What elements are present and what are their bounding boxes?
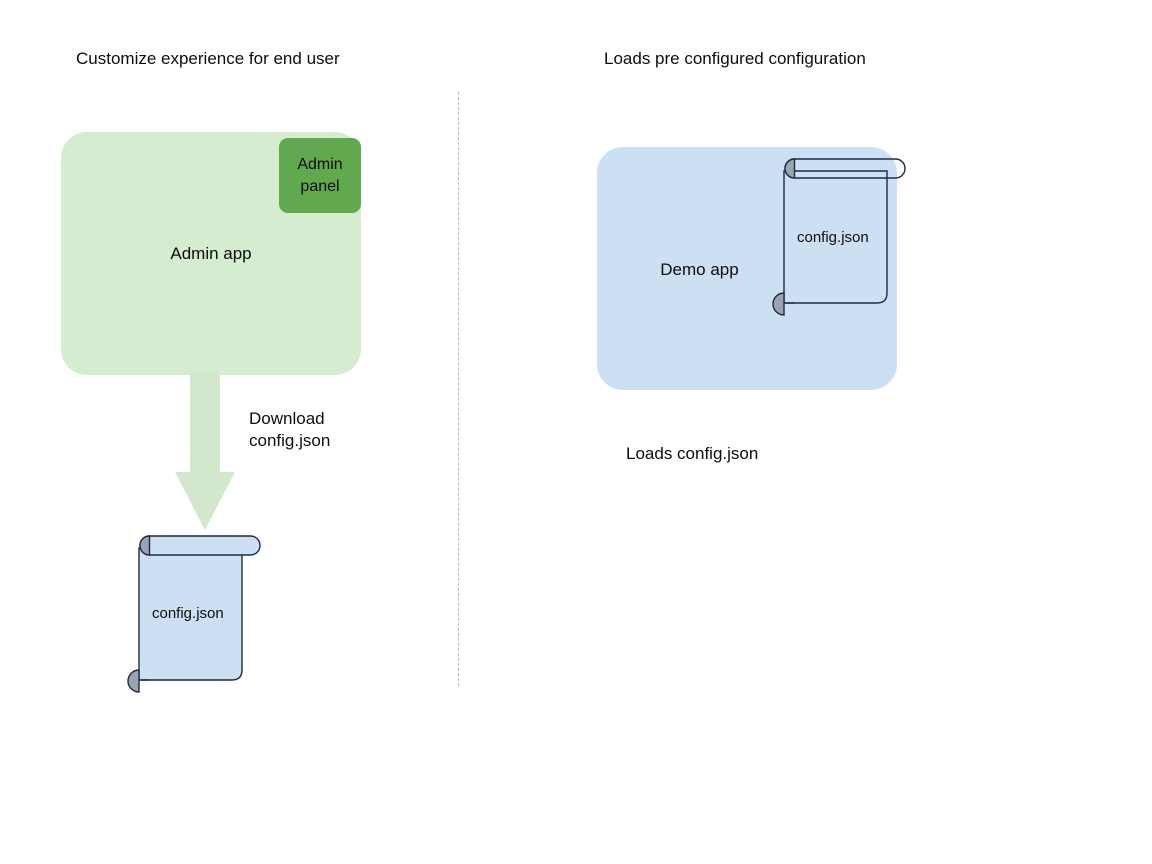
right-column-heading: Loads pre configured configuration (604, 49, 866, 68)
admin-panel-box[interactable]: Admin panel (279, 138, 361, 213)
admin-app-label: Admin app (170, 244, 252, 263)
config-json-label-left: config.json (152, 605, 224, 622)
config-json-document-left (125, 530, 261, 693)
left-column-heading: Customize experience for end user (76, 49, 340, 68)
download-arrow-icon (175, 372, 235, 530)
demo-app-label: Demo app (660, 260, 739, 279)
download-arrow-label: Download config.json (249, 409, 331, 450)
config-json-document-right (770, 153, 906, 316)
loads-config-caption: Loads config.json (626, 444, 759, 463)
config-json-label-right: config.json (797, 229, 869, 246)
demo-app-box (597, 147, 897, 390)
column-divider (458, 92, 459, 686)
admin-panel-label: Admin panel (297, 155, 343, 195)
